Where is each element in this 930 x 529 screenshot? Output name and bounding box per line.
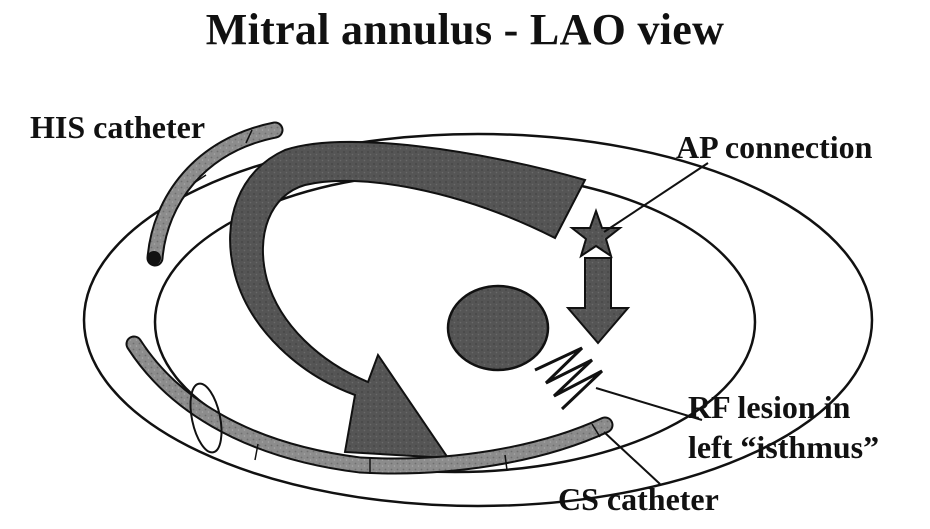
annulus-outer-ring [82,132,874,508]
his-catheter-electrode [245,129,253,144]
his-catheter-tip [147,251,161,265]
cs-catheter-electrode [591,423,601,438]
ap-connection-star-icon [569,207,623,259]
rf-lesion-label-line1: RF lesion in [688,389,851,425]
rf-lesion-label-line2: left “isthmus” [688,429,880,465]
rf-lesion-zigzag [534,346,604,411]
cs-catheter-electrode [504,454,508,471]
cs-catheter-pointer [603,431,661,485]
cs-catheter-electrode [254,443,259,461]
cs-catheter-label: CS catheter [558,481,719,517]
activation-arrow [229,140,587,460]
rf-lesion-pointer [595,387,703,421]
ap-connection-label: AP connection [676,129,873,165]
dark-ellipse-structure [446,284,550,372]
ap-connection-pointer [603,162,709,233]
his-catheter-label: HIS catheter [30,109,206,145]
cs-catheter-fill [127,337,612,473]
down-arrow-icon [565,257,631,345]
his-catheter-electrode [193,174,207,184]
diagram-title: Mitral annulus - LAO view [205,5,725,54]
cs-sheath-ring [189,382,223,454]
